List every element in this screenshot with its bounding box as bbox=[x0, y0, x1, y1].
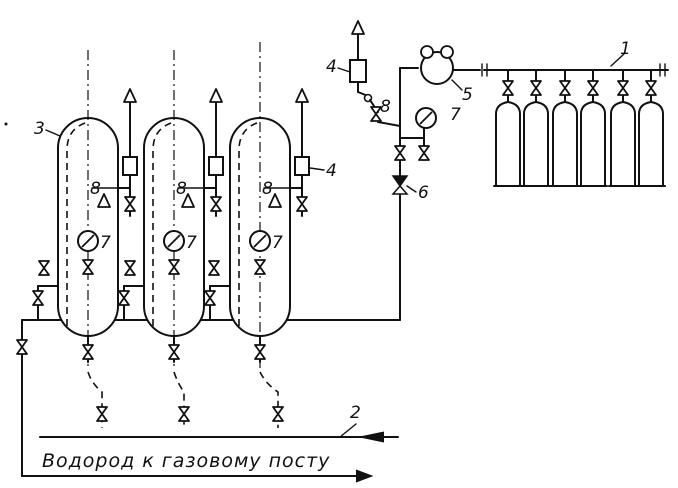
label-manometer-2: 7 bbox=[186, 233, 197, 253]
main-shutoff-valve bbox=[391, 175, 409, 195]
label-manometer-1: 7 bbox=[100, 233, 111, 253]
manifold-vent-filter bbox=[349, 20, 401, 127]
label-filter: 4 bbox=[326, 161, 337, 181]
label-manometer-3: 7 bbox=[272, 233, 283, 253]
receiver-inlet-lines bbox=[32, 260, 231, 321]
receiver-safety-valve bbox=[91, 187, 291, 208]
diagram-caption: Водород к газовому посту bbox=[42, 450, 330, 472]
receiver-vessel bbox=[57, 50, 119, 368]
label-safety-3: 8 bbox=[262, 179, 273, 199]
supply-riser bbox=[394, 67, 430, 321]
label-header-pipe: 2 bbox=[350, 403, 361, 423]
label-safety-1: 8 bbox=[90, 179, 101, 199]
vent-stack bbox=[117, 88, 310, 217]
manifold-manometer bbox=[415, 107, 437, 129]
hydrogen-cylinders bbox=[493, 69, 665, 187]
label-filter-top: 4 bbox=[326, 57, 337, 77]
label-manometer-top: 7 bbox=[450, 105, 461, 125]
receiver-vessel bbox=[143, 50, 205, 368]
pressure-reducer bbox=[420, 45, 481, 85]
label-safety-top: 8 bbox=[380, 97, 391, 117]
label-safety-2: 8 bbox=[176, 179, 187, 199]
label-reducer: 5 bbox=[462, 85, 473, 105]
receiver-drain-lines bbox=[82, 335, 284, 428]
label-main-valve: 6 bbox=[418, 183, 429, 203]
label-receiver: 3 bbox=[34, 119, 45, 139]
label-cylinders: 1 bbox=[620, 39, 631, 59]
receiver-vessel bbox=[229, 42, 291, 368]
cylinder-manifold bbox=[481, 53, 669, 77]
